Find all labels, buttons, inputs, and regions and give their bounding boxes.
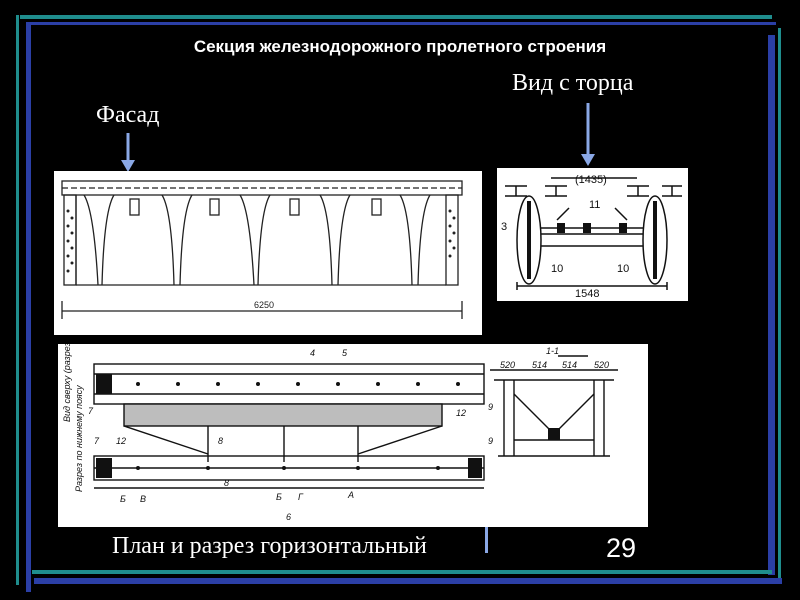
end-width: 1548 <box>575 288 599 300</box>
end-callout-10-left: 10 <box>551 263 563 275</box>
plan-callout-7a: 7 <box>88 406 94 416</box>
end-callout-10-right: 10 <box>617 263 629 275</box>
page-number: 29 <box>606 533 637 563</box>
plan-callout-b2: В <box>140 494 146 504</box>
frame-right-teal <box>778 28 781 583</box>
section-callout-9: 9 <box>488 402 493 412</box>
end-callout-3: 3 <box>501 221 507 233</box>
frame-right-blue <box>768 35 775 575</box>
arrow-facade-icon <box>121 133 135 172</box>
plan-callout-b1: Б <box>120 494 126 504</box>
plan-section-drawing: Вид сверху (разрез снят) Разрез по нижне… <box>58 344 648 527</box>
plan-callout-b3: Б <box>276 492 282 502</box>
plan-callout-a: А <box>347 490 354 500</box>
section-dim-2: 514 <box>532 360 547 370</box>
label-plan: План и разрез горизонтальный <box>112 533 427 559</box>
frame-top-blue <box>28 22 776 25</box>
arrow-end-view-icon <box>581 103 595 166</box>
frame-bottom-teal <box>32 570 772 574</box>
slide-title: Секция железнодорожного пролетного строе… <box>193 37 607 56</box>
facade-dimension: 6250 <box>254 300 274 310</box>
plan-callout-5: 5 <box>342 348 348 358</box>
plan-side-label-top: Вид сверху (разрез снят) <box>62 344 72 422</box>
plan-callout-6: 6 <box>286 512 291 522</box>
plan-callout-4: 4 <box>310 348 315 358</box>
marker-plan-line <box>485 505 488 553</box>
end-callout-11: 11 <box>589 199 600 211</box>
section-dim-3: 514 <box>562 360 577 370</box>
plan-callout-g: Г <box>298 492 304 502</box>
end-gauge: (1435) <box>575 174 607 186</box>
section-callout-9b: 9 <box>488 436 493 446</box>
label-facade: Фасад <box>96 102 160 128</box>
plan-callout-12a: 12 <box>456 408 466 418</box>
facade-drawing: 6250 <box>54 171 482 335</box>
section-title: 1-1 <box>546 346 559 356</box>
plan-callout-12b: 12 <box>116 436 126 446</box>
frame-bottom-blue <box>34 578 782 584</box>
section-dim-1: 520 <box>500 360 515 370</box>
section-dim-4: 520 <box>594 360 609 370</box>
plan-callout-8b: 8 <box>224 478 229 488</box>
plan-side-label-bottom: Разрез по нижнему поясу <box>74 385 84 492</box>
frame-top-teal <box>20 15 772 19</box>
frame-left-teal <box>16 15 19 585</box>
plan-callout-7b: 7 <box>94 436 100 446</box>
label-end-view: Вид с торца <box>512 70 634 96</box>
end-view-drawing: (1435) 1548 3 11 10 10 <box>497 168 688 301</box>
plan-callout-8a: 8 <box>218 436 223 446</box>
frame-left-blue <box>26 22 31 592</box>
